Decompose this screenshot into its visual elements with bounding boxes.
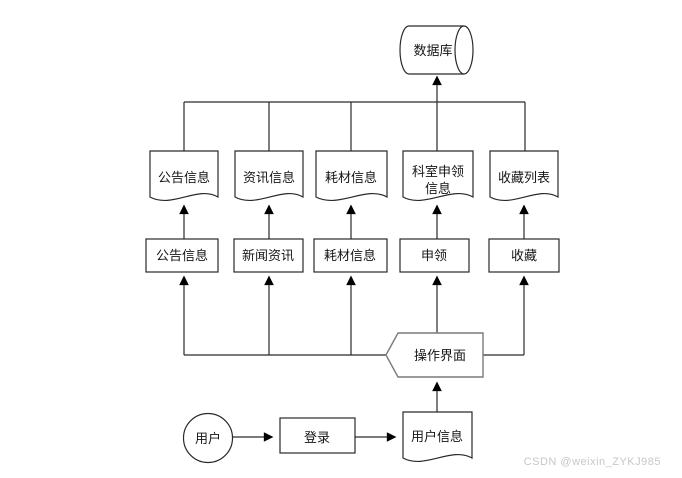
process-favorite: 收藏	[488, 238, 560, 273]
document-shape	[402, 150, 474, 202]
user-node: 用户	[182, 412, 234, 464]
document-label: 公告信息	[158, 170, 210, 185]
document-shape	[234, 150, 304, 202]
document-label: 耗材信息	[325, 170, 377, 185]
document-label-line1: 科室申领	[412, 164, 464, 179]
document-shape	[149, 150, 219, 202]
document-shape	[489, 150, 559, 202]
document-label: 资讯信息	[243, 170, 295, 185]
operation-interface-node: 操作界面	[385, 332, 484, 378]
user-info-label: 用户信息	[411, 429, 463, 444]
process-label: 申领	[421, 248, 447, 263]
document-department-apply-info: 科室申领 信息	[402, 150, 474, 202]
csdn-watermark: CSDN @weixin_ZYKJ985	[523, 456, 661, 468]
login-label: 登录	[304, 430, 330, 445]
process-label: 新闻资讯	[242, 248, 294, 263]
operation-interface-shape	[385, 332, 484, 378]
database-cylinder-body	[399, 25, 464, 75]
process-news: 新闻资讯	[233, 238, 304, 273]
document-announcement-info: 公告信息	[149, 150, 219, 202]
document-label: 收藏列表	[498, 170, 550, 185]
database-cylinder-cap	[454, 25, 474, 75]
user-info-document	[402, 411, 473, 463]
login-node: 登录	[279, 417, 356, 454]
process-label: 耗材信息	[324, 248, 376, 263]
process-apply: 申领	[399, 238, 470, 273]
login-box	[279, 417, 356, 454]
process-box	[399, 238, 470, 273]
process-label: 公告信息	[156, 248, 208, 263]
database-label: 数据库	[413, 43, 452, 58]
document-shape	[315, 150, 388, 202]
document-consumable-info: 耗材信息	[315, 150, 388, 202]
operation-interface-label: 操作界面	[414, 348, 466, 363]
process-box	[145, 238, 219, 273]
process-box	[488, 238, 560, 273]
process-box	[233, 238, 304, 273]
user-circle	[182, 412, 234, 464]
database-node: 数据库	[399, 25, 474, 75]
user-label: 用户	[195, 431, 221, 446]
process-consumable-info: 耗材信息	[313, 238, 388, 273]
document-favorites-list: 收藏列表	[489, 150, 559, 202]
process-announcement-info: 公告信息	[145, 238, 219, 273]
document-news-info: 资讯信息	[234, 150, 304, 202]
document-label-line2: 信息	[425, 181, 451, 196]
user-info-node: 用户信息	[402, 411, 473, 463]
process-box	[313, 238, 388, 273]
process-label: 收藏	[511, 248, 537, 263]
